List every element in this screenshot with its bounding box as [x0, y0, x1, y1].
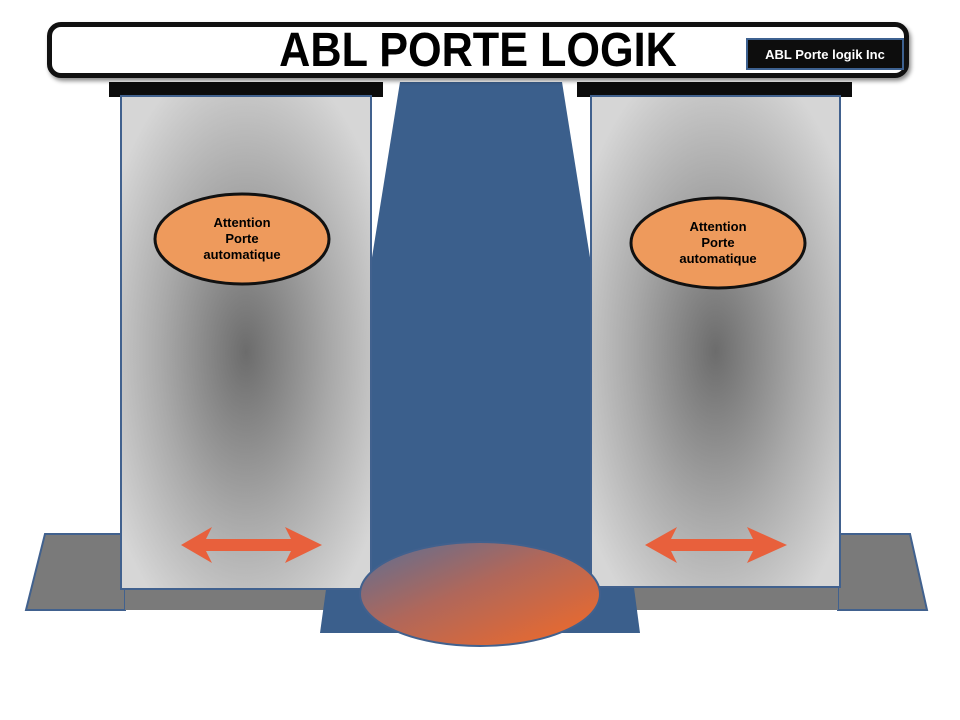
- door-rail-left: [109, 82, 383, 97]
- double-headed-arrow-icon: [645, 527, 787, 563]
- sign-line: Porte: [225, 231, 259, 246]
- sign-line: automatique: [203, 247, 281, 262]
- warning-sign-left-text: Attention Porte automatique: [162, 215, 322, 263]
- double-headed-arrow-icon: [181, 527, 322, 563]
- page-title: ABL PORTE LOGIK: [279, 23, 677, 77]
- floor-mat-left: [24, 533, 126, 611]
- sign-line: Attention: [689, 219, 747, 234]
- floor-mat-center-left: [125, 588, 370, 610]
- door-panel-right: [590, 95, 841, 588]
- company-badge: ABL Porte logik Inc: [746, 38, 904, 70]
- door-panel-left: [120, 95, 372, 590]
- warning-sign-right: [629, 196, 807, 290]
- floor-mat-center-right: [592, 588, 838, 610]
- motion-sensor-zone: [359, 541, 601, 647]
- floor-mat-right: [837, 533, 929, 611]
- sign-line: Porte: [701, 235, 735, 250]
- sensor-beam: [320, 82, 640, 633]
- sign-line: automatique: [679, 251, 757, 266]
- sign-line: Attention: [213, 215, 271, 230]
- door-rail-right: [577, 82, 852, 97]
- warning-sign-left: [153, 192, 331, 286]
- warning-sign-right-text: Attention Porte automatique: [638, 219, 798, 267]
